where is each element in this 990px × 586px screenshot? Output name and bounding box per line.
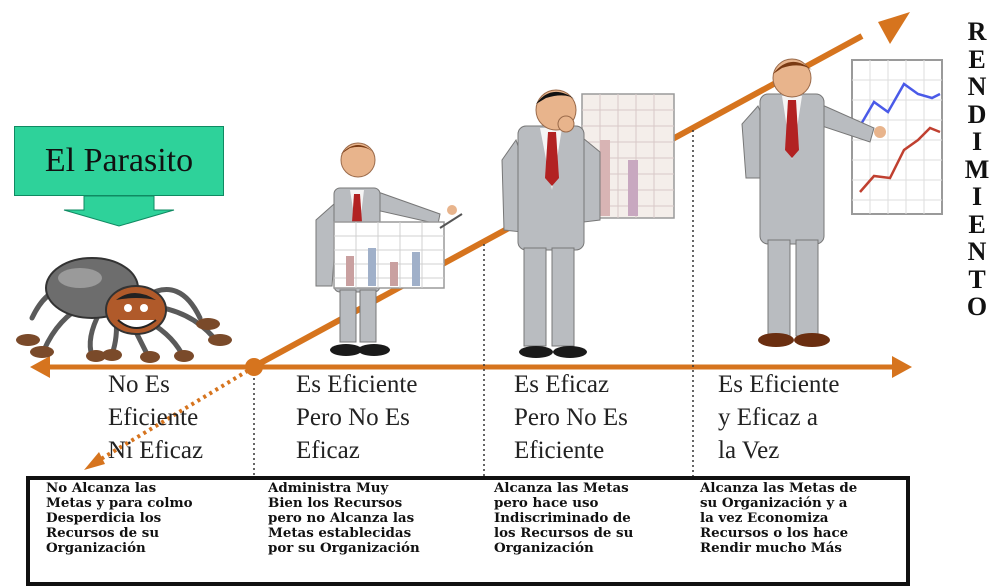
description-box xyxy=(26,476,910,586)
vertical-letter: T xyxy=(968,264,986,294)
horizontal-axis-arrow xyxy=(30,356,912,378)
category-line: Pero No Es xyxy=(514,404,628,431)
description-line: por su Organización xyxy=(268,540,420,556)
vertical-letter: N xyxy=(967,237,987,266)
parasite-spider-illustration xyxy=(16,257,232,363)
vertical-letter: N xyxy=(967,72,987,101)
description-line: Administra Muy xyxy=(268,480,389,496)
vertical-letter: M xyxy=(964,154,990,184)
rendimiento-vertical-label: R E N D I M I E N T O xyxy=(962,18,990,321)
businessman-presenting-figure xyxy=(741,58,943,347)
description-line: No Alcanza las xyxy=(46,480,157,496)
description-line: Alcanza las Metas de xyxy=(700,480,858,496)
description-line: Organización xyxy=(46,540,146,556)
column-separators xyxy=(253,130,694,476)
description-line: Desperdicia los xyxy=(46,510,162,526)
parasite-callout-label: El Parasito xyxy=(44,142,194,179)
description-line: Bien los Recursos xyxy=(268,495,403,511)
category-line: Eficaz xyxy=(296,437,360,464)
description-text-3: Alcanza las Metas pero hace uso Indiscri… xyxy=(494,481,633,556)
description-line: Rendir mucho Más xyxy=(700,540,842,556)
category-line: la Vez xyxy=(718,437,780,464)
category-line: Es Eficiente xyxy=(296,371,418,398)
businessman-efficient-figure xyxy=(315,142,463,356)
description-line: Alcanza las Metas xyxy=(494,480,629,496)
vertical-letter: I xyxy=(971,127,983,156)
callout-arrow-down xyxy=(63,195,175,227)
category-line: Es Eficiente xyxy=(718,371,840,398)
vertical-letter: E xyxy=(968,209,986,239)
description-line: pero no Alcanza las xyxy=(268,510,415,526)
diagram-canvas xyxy=(16,12,943,476)
description-line: la vez Economiza xyxy=(700,510,829,526)
category-label-1: No Es Eficiente Ni Eficaz xyxy=(108,368,203,467)
vertical-letter: D xyxy=(967,99,987,129)
description-line: Metas y para colmo xyxy=(46,495,193,511)
description-text-4: Alcanza las Metas de su Organización y a… xyxy=(700,481,857,556)
declining-dotted-arrow xyxy=(84,365,256,470)
vertical-letter: R xyxy=(967,17,987,46)
description-line: Metas establecidas xyxy=(268,525,412,541)
vertical-letter: O xyxy=(966,292,988,321)
description-line: Organización xyxy=(494,540,594,556)
description-line: su Organización y a xyxy=(700,495,848,511)
category-line: Eficiente xyxy=(514,437,605,464)
category-line: Eficiente xyxy=(108,404,199,431)
category-label-4: Es Eficiente y Eficaz a la Vez xyxy=(718,368,839,467)
description-line: Recursos de su xyxy=(46,525,160,541)
parasite-callout-box: El Parasito xyxy=(14,126,224,196)
category-line: Es Eficaz xyxy=(514,371,610,398)
category-line: y Eficaz a xyxy=(718,404,818,431)
vertical-letter: E xyxy=(968,44,986,74)
description-line: Indiscriminado de xyxy=(494,510,631,526)
origin-dot xyxy=(245,358,263,376)
description-line: pero hace uso xyxy=(494,495,599,511)
category-line: No Es xyxy=(108,371,170,398)
category-line: Ni Eficaz xyxy=(108,437,204,464)
description-line: Recursos o los hace xyxy=(700,525,849,541)
category-label-2: Es Eficiente Pero No Es Eficaz xyxy=(296,368,417,467)
category-label-3: Es Eficaz Pero No Es Eficiente xyxy=(514,368,628,467)
description-line: los Recursos de su xyxy=(494,525,634,541)
description-text-2: Administra Muy Bien los Recursos pero no… xyxy=(268,481,420,556)
category-line: Pero No Es xyxy=(296,404,410,431)
businessman-effective-figure xyxy=(501,89,675,358)
description-text-1: No Alcanza las Metas y para colmo Desper… xyxy=(46,481,193,556)
vertical-letter: I xyxy=(971,182,983,211)
